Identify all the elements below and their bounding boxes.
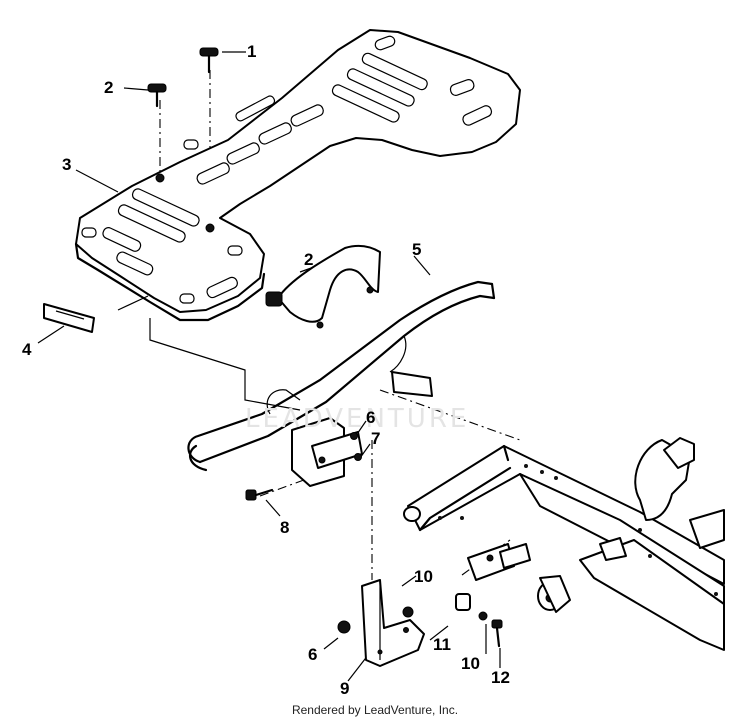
callout-1: 1 bbox=[247, 42, 257, 61]
bolt-2-top bbox=[147, 83, 167, 108]
footer-credit: Rendered by LeadVenture, Inc. bbox=[291, 703, 459, 717]
callout-6-upper: 6 bbox=[366, 408, 376, 427]
callout-12: 12 bbox=[491, 668, 510, 687]
clamp-bracket bbox=[291, 417, 363, 487]
mud-guard bbox=[265, 244, 381, 329]
leader-lines bbox=[37, 51, 501, 682]
callout-9: 9 bbox=[340, 679, 350, 698]
callout-7: 7 bbox=[371, 429, 381, 448]
callout-4: 4 bbox=[22, 340, 32, 359]
callout-10-upper: 10 bbox=[414, 567, 433, 586]
callout-2-top: 2 bbox=[104, 78, 114, 97]
callout-8: 8 bbox=[280, 518, 290, 537]
frame-bracket bbox=[467, 543, 531, 581]
rear-rack bbox=[74, 29, 521, 322]
callout-3: 3 bbox=[62, 155, 72, 174]
bolt-1 bbox=[199, 47, 219, 74]
callout-5: 5 bbox=[412, 240, 422, 259]
callout-2-mid: 2 bbox=[304, 250, 314, 269]
callout-11: 11 bbox=[433, 635, 451, 654]
bolt-8 bbox=[245, 488, 274, 501]
support-bracket bbox=[361, 579, 425, 667]
rack-brace bbox=[187, 280, 496, 472]
callout-10-lower: 10 bbox=[461, 654, 480, 673]
callout-6-lower: 6 bbox=[308, 645, 318, 664]
watermark: LEADVENTURE bbox=[245, 404, 470, 434]
reflector bbox=[43, 303, 95, 333]
vehicle-frame bbox=[403, 437, 725, 651]
lower-hardware bbox=[337, 593, 503, 648]
parts-diagram bbox=[37, 29, 725, 682]
